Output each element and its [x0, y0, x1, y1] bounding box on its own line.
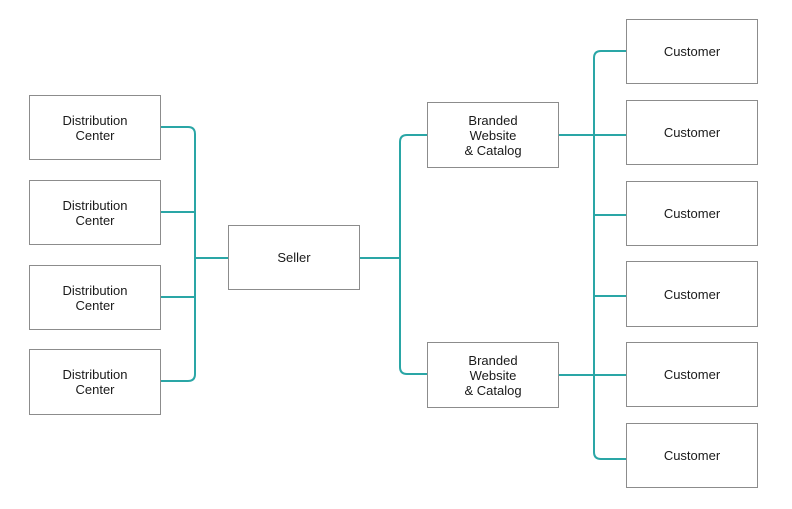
customer-box: Customer	[626, 261, 758, 327]
customer-label: Customer	[663, 448, 721, 463]
distribution-center-label: Distribution Center	[62, 367, 128, 397]
branded-website-label: Branded Website & Catalog	[464, 112, 522, 158]
connector-dc-4	[159, 257, 196, 382]
distribution-center-label: Distribution Center	[62, 282, 128, 313]
distribution-center-label: Distribution Center	[62, 197, 128, 228]
seller-label: Seller	[277, 250, 311, 265]
branded-website-box: Branded Website & Catalog	[427, 342, 559, 408]
seller-box: Seller	[228, 225, 360, 290]
distribution-center-box: Distribution Center	[29, 180, 161, 245]
customer-label: Customer	[663, 44, 721, 59]
branded-website-box: Branded Website & Catalog	[427, 102, 559, 168]
customer-box: Customer	[626, 100, 758, 165]
connector-dc-1	[159, 126, 196, 259]
customer-box: Customer	[626, 181, 758, 246]
customer-box: Customer	[626, 342, 758, 407]
connector-bus-to-branded-1	[399, 134, 429, 259]
distribution-center-box: Distribution Center	[29, 349, 161, 415]
distribution-center-box: Distribution Center	[29, 95, 161, 160]
customer-label: Customer	[663, 206, 721, 221]
connector-bus-to-branded-2	[399, 257, 429, 375]
distribution-center-box: Distribution Center	[29, 265, 161, 330]
customer-label: Customer	[663, 286, 721, 302]
customer-label: Customer	[663, 125, 721, 140]
connector-customer-bus	[593, 50, 628, 460]
customer-box: Customer	[626, 423, 758, 488]
customer-label: Customer	[663, 367, 721, 382]
branded-website-label: Branded Website & Catalog	[464, 352, 522, 398]
distribution-center-label: Distribution Center	[62, 112, 128, 143]
customer-box: Customer	[626, 19, 758, 84]
